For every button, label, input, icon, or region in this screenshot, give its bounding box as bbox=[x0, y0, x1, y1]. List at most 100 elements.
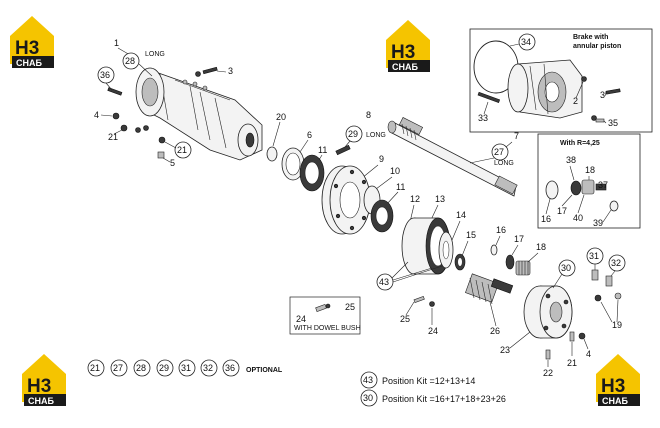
label-long-29: LONG bbox=[366, 132, 386, 139]
brake-box-title-2: annular piston bbox=[573, 43, 621, 50]
svg-text:26: 26 bbox=[490, 326, 500, 336]
logo-letters: H3 bbox=[27, 376, 51, 397]
svg-text:39: 39 bbox=[593, 218, 603, 228]
callout-39: 39 bbox=[593, 218, 603, 228]
svg-text:43: 43 bbox=[379, 277, 389, 287]
svg-text:21: 21 bbox=[177, 145, 187, 155]
kit-30-text: Position Kit =16+17+18+23+26 bbox=[382, 394, 506, 404]
svg-text:28: 28 bbox=[125, 56, 135, 66]
callout-25-box: 25 bbox=[345, 302, 355, 312]
svg-text:8: 8 bbox=[366, 110, 371, 120]
logo-brand: СНАБ bbox=[16, 58, 42, 68]
callout-26: 26 bbox=[490, 326, 500, 336]
planet-carrier bbox=[523, 285, 573, 339]
callout-29: 29 bbox=[345, 125, 363, 143]
svg-text:20: 20 bbox=[276, 112, 286, 122]
svg-text:25: 25 bbox=[345, 302, 355, 312]
svg-text:1: 1 bbox=[114, 38, 119, 48]
optional-28: 28 bbox=[133, 359, 151, 377]
svg-text:36: 36 bbox=[100, 70, 110, 80]
callout-23: 23 bbox=[500, 345, 510, 355]
logo-letters: H3 bbox=[15, 38, 39, 59]
svg-text:4: 4 bbox=[586, 349, 591, 359]
svg-text:15: 15 bbox=[466, 230, 476, 240]
axle-shaft bbox=[387, 117, 518, 197]
svg-text:10: 10 bbox=[390, 166, 400, 176]
svg-text:27: 27 bbox=[494, 147, 504, 157]
svg-text:37: 37 bbox=[598, 180, 608, 190]
logo-brand: СНАБ bbox=[602, 396, 628, 406]
logo-bottom-right: H3 СНАБ bbox=[596, 354, 640, 406]
logo-bottom-left: H3 СНАБ bbox=[22, 354, 66, 406]
callout-4-left: 4 bbox=[94, 110, 99, 120]
callout-35: 35 bbox=[608, 118, 618, 128]
sun-gear bbox=[465, 273, 514, 305]
callout-38: 38 bbox=[566, 155, 576, 165]
svg-text:40: 40 bbox=[573, 213, 583, 223]
callout-2: 2 bbox=[573, 96, 578, 106]
svg-text:29: 29 bbox=[348, 129, 358, 139]
svg-text:33: 33 bbox=[478, 113, 488, 123]
callout-24: 24 bbox=[428, 326, 438, 336]
callout-24-box: 24 bbox=[296, 314, 306, 324]
callout-21-right: 21 bbox=[567, 358, 577, 368]
callout-6: 6 bbox=[307, 130, 312, 140]
svg-text:43: 43 bbox=[363, 375, 373, 385]
ratio-box-title: With R=4,25 bbox=[560, 140, 600, 147]
callout-21-circled: 21 bbox=[174, 141, 192, 159]
callout-1: 1 bbox=[114, 38, 131, 56]
svg-text:31: 31 bbox=[589, 251, 599, 261]
callout-10: 10 bbox=[390, 166, 400, 176]
callout-11-b: 11 bbox=[396, 182, 405, 192]
ratio-box: With R=4,25 bbox=[537, 133, 641, 229]
svg-text:17: 17 bbox=[557, 206, 567, 216]
callout-33: 33 bbox=[478, 113, 488, 123]
callout-5: 5 bbox=[170, 158, 175, 168]
optional-31: 31 bbox=[178, 359, 196, 377]
label-with-dowel-bush: WITH DOWEL BUSH bbox=[294, 325, 361, 332]
svg-text:27: 27 bbox=[113, 363, 123, 373]
callout-7: 7 bbox=[514, 131, 519, 141]
dowel-bush-box: WITH DOWEL BUSH bbox=[289, 296, 361, 335]
callout-32: 32 bbox=[608, 254, 626, 272]
svg-text:32: 32 bbox=[611, 258, 621, 268]
callout-18: 18 bbox=[536, 242, 546, 252]
svg-text:23: 23 bbox=[500, 345, 510, 355]
callout-18-box: 18 bbox=[585, 165, 595, 175]
svg-text:24: 24 bbox=[296, 314, 306, 324]
kit-43-note: 43 Position Kit =12+13+14 bbox=[360, 371, 475, 389]
svg-text:31: 31 bbox=[181, 363, 191, 373]
svg-text:32: 32 bbox=[203, 363, 213, 373]
optional-27: 27 bbox=[110, 359, 128, 377]
brake-box: Brake with annular piston bbox=[469, 28, 653, 133]
label-long-27: LONG bbox=[494, 160, 514, 167]
svg-text:21: 21 bbox=[567, 358, 577, 368]
callout-25: 25 bbox=[400, 314, 410, 324]
callout-12: 12 bbox=[410, 194, 420, 204]
svg-text:38: 38 bbox=[566, 155, 576, 165]
svg-text:25: 25 bbox=[400, 314, 410, 324]
svg-text:4: 4 bbox=[94, 110, 99, 120]
brake-box-title-1: Brake with bbox=[573, 34, 608, 41]
svg-text:3: 3 bbox=[600, 90, 605, 100]
logo-brand: СНАБ bbox=[392, 62, 418, 72]
optional-29: 29 bbox=[156, 359, 174, 377]
svg-text:12: 12 bbox=[410, 194, 420, 204]
svg-text:9: 9 bbox=[379, 154, 384, 164]
callout-17: 17 bbox=[514, 234, 524, 244]
optional-label: OPTIONAL bbox=[246, 367, 283, 374]
svg-text:14: 14 bbox=[456, 210, 466, 220]
svg-text:17: 17 bbox=[514, 234, 524, 244]
svg-text:2: 2 bbox=[573, 96, 578, 106]
svg-text:5: 5 bbox=[170, 158, 175, 168]
callout-30: 30 bbox=[558, 259, 576, 277]
stud-36 bbox=[107, 87, 123, 96]
callout-15: 15 bbox=[466, 230, 476, 240]
kit-30-note: 30 Position Kit =16+17+18+23+26 bbox=[360, 389, 506, 407]
svg-text:13: 13 bbox=[435, 194, 445, 204]
callout-28: 28 bbox=[122, 52, 140, 70]
logo-top-left: H3 СНАБ bbox=[10, 16, 54, 68]
svg-text:3: 3 bbox=[228, 66, 233, 76]
callout-11-a: 11 bbox=[318, 145, 327, 155]
svg-text:35: 35 bbox=[608, 118, 618, 128]
